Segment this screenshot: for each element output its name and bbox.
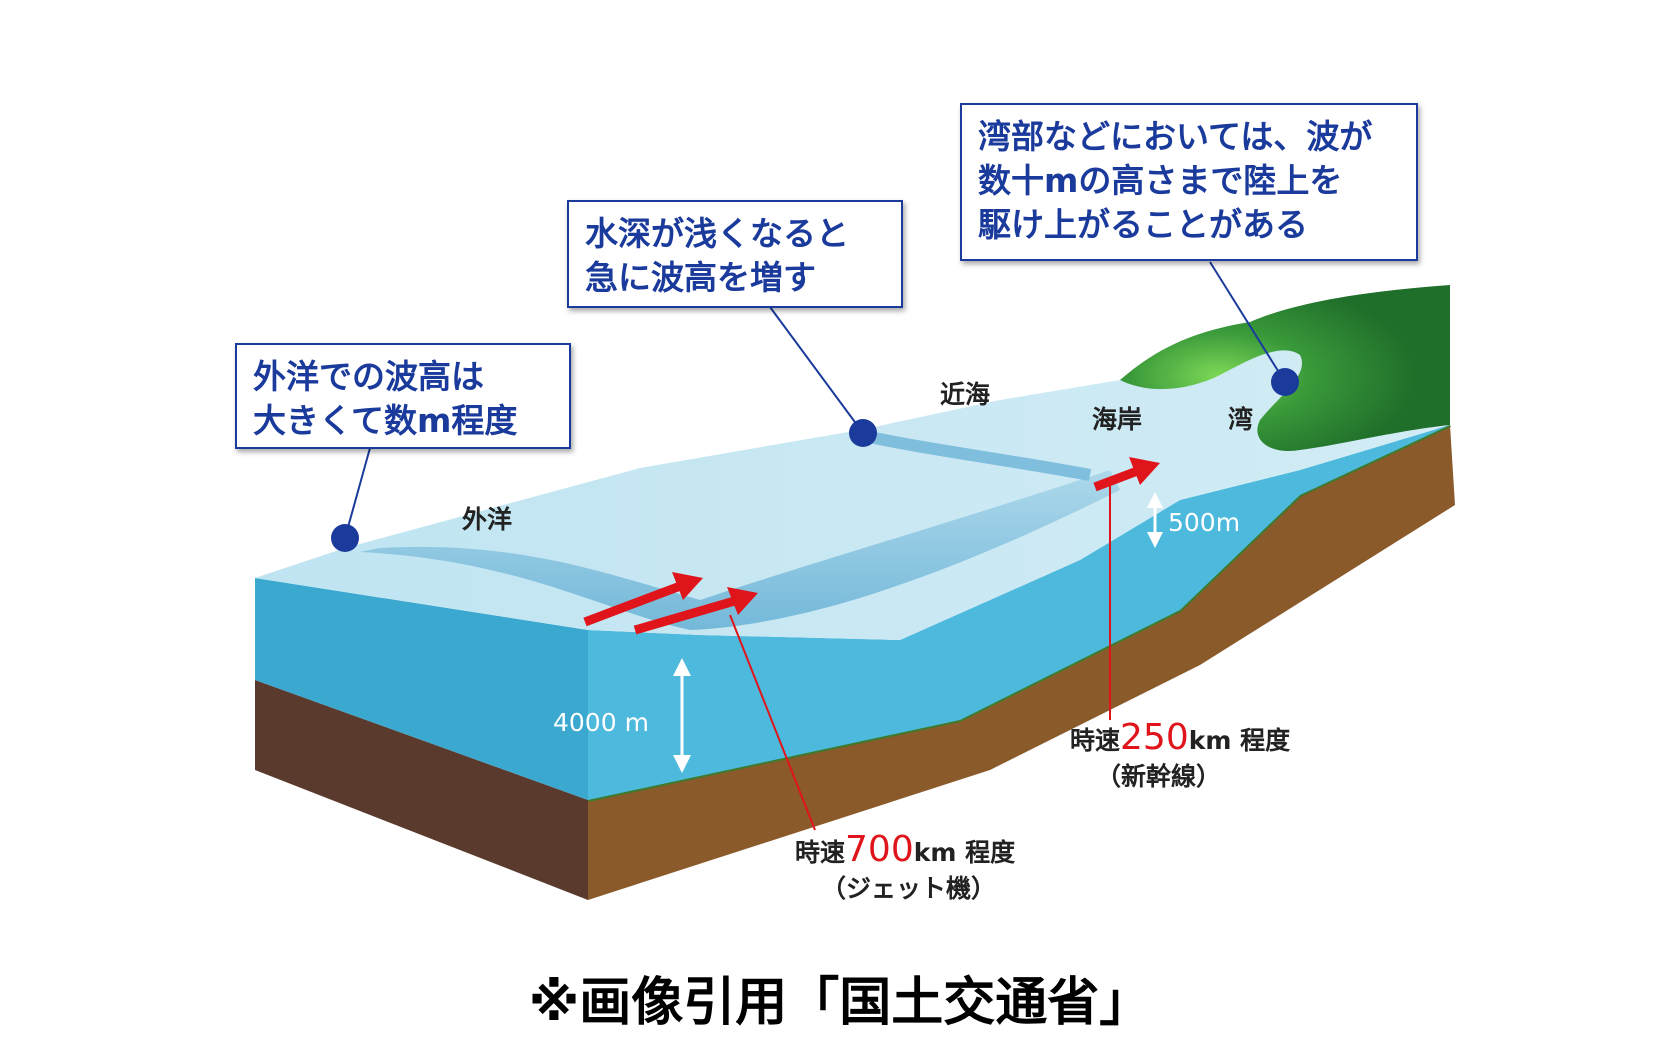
speed-deep-suffix: km 程度	[913, 838, 1016, 867]
depth-arrow-deep	[673, 658, 691, 773]
leader-shallow	[769, 306, 864, 434]
zone-label-coast: 海岸	[1092, 405, 1143, 434]
depth-arrow-shallow	[1147, 492, 1163, 548]
speed-arrow-shallow	[1093, 457, 1160, 492]
callout-open-ocean: 外洋での波高は 大きくて数m程度	[235, 343, 571, 449]
callout-open-ocean-line-2: 大きくて数m程度	[253, 401, 518, 440]
callout-shallow: 水深が浅くなると 急に波高を増す	[567, 200, 903, 308]
speed-deep-value: 700	[845, 829, 914, 870]
callout-bay-line-3: 駆け上がることがある	[978, 205, 1308, 244]
speed-label-shallow: 時速250km 程度 （新幹線）	[1070, 720, 1290, 795]
leader-speed-deep	[729, 614, 816, 831]
water-front	[255, 578, 588, 800]
speed-deep-prefix: 時速	[795, 838, 846, 867]
depth-label-shallow: 500m	[1168, 508, 1241, 537]
callout-bay-line-1: 湾部などにおいては、波が	[978, 117, 1373, 156]
zone-label-near-sea: 近海	[940, 380, 991, 409]
image-credit: ※画像引用「国土交通省」	[528, 973, 1152, 1033]
marker-ocean	[331, 524, 359, 552]
callout-shallow-line-2: 急に波高を増す	[585, 258, 816, 297]
speed-shallow-value: 250	[1120, 717, 1189, 758]
speed-arrow-deep-2	[633, 587, 758, 635]
speed-shallow-suffix: km 程度	[1188, 726, 1291, 755]
speed-deep-note: （ジェット機）	[821, 874, 997, 903]
leader-ocean	[344, 447, 371, 539]
marker-bay	[1271, 368, 1299, 396]
zone-label-bay: 湾	[1228, 405, 1254, 434]
speed-shallow-note: （新幹線）	[1096, 762, 1222, 791]
speed-shallow-prefix: 時速	[1070, 726, 1121, 755]
land-mass	[1120, 285, 1450, 451]
sea-floor-side	[588, 425, 1455, 900]
callout-bay-line-2: 数十mの高さまで陸上を	[978, 161, 1343, 200]
marker-shallow	[849, 419, 877, 447]
speed-label-deep: 時速700km 程度 （ジェット機）	[795, 832, 1015, 907]
zone-label-open-ocean: 外洋	[462, 505, 513, 534]
speed-arrow-deep-1	[583, 572, 703, 627]
callout-bay: 湾部などにおいては、波が 数十mの高さまで陸上を 駆け上がることがある	[960, 103, 1418, 261]
callout-open-ocean-line-1: 外洋での波高は	[253, 357, 484, 396]
bedrock-front	[255, 680, 588, 900]
wave-crest-near	[863, 430, 1092, 481]
leader-bay	[1209, 261, 1286, 383]
callout-shallow-line-1: 水深が浅くなると	[585, 214, 849, 253]
depth-label-deep: 4000 m	[553, 708, 649, 737]
water-side	[588, 425, 1450, 800]
